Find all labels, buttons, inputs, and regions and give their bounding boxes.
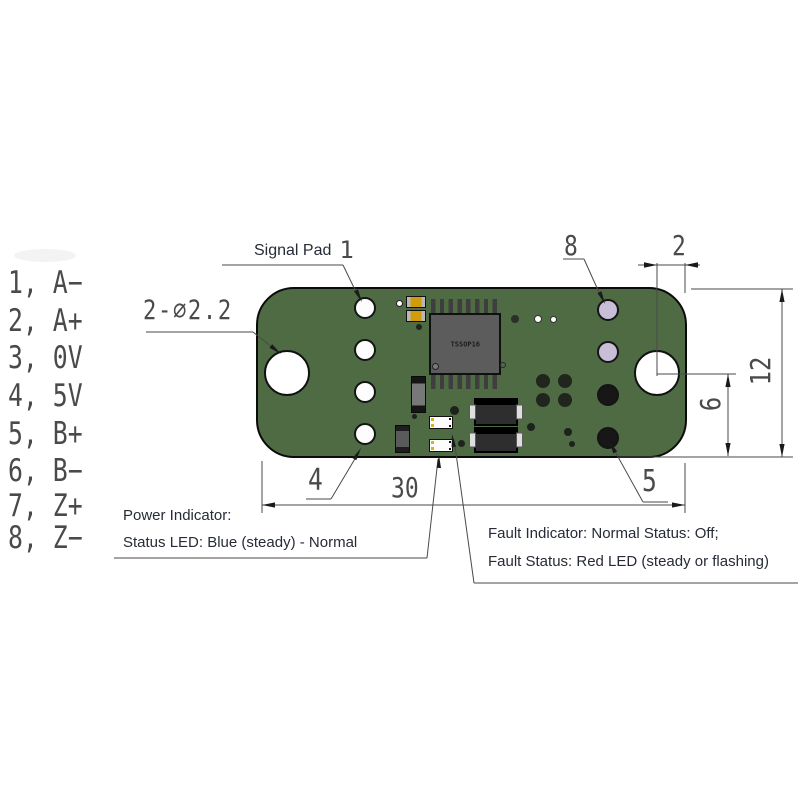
via: [569, 441, 575, 447]
pin-list-item-3: 3, 0V: [8, 340, 83, 376]
pin-list-item-2: 2, A+: [8, 303, 83, 339]
thermal-pad: [536, 374, 550, 388]
power-component-2: [469, 427, 523, 453]
component-terminal: [469, 432, 476, 448]
dim-30-text: 30: [391, 471, 419, 504]
fault-indicator-line2: Fault Status: Red LED (steady or flashin…: [488, 553, 769, 570]
led-mark: [431, 424, 434, 427]
pad4-label: 4: [308, 463, 323, 498]
pin-list-item-8: 8, Z−: [8, 520, 83, 556]
led-mark: [449, 441, 451, 443]
via: [527, 423, 535, 431]
hole-spec-label: 2-∅2.2: [143, 295, 233, 326]
ic-chip: TSSOP16: [429, 313, 501, 375]
resistor-2: [406, 310, 426, 322]
component-terminal: [469, 404, 476, 420]
via: [550, 316, 557, 323]
signal-pad-5: [597, 427, 619, 449]
via: [458, 440, 465, 447]
via: [534, 315, 542, 323]
signal-pad-7: [597, 341, 619, 363]
signal-pad-callout: Signal Pad 1: [254, 236, 354, 264]
signal-pad-label: Signal Pad: [254, 242, 332, 259]
led-mark: [431, 441, 434, 444]
mounting-hole-left: [264, 350, 310, 396]
via: [412, 414, 417, 419]
signal-pad-3: [354, 381, 376, 403]
led-mark: [431, 447, 434, 450]
capacitor-1: [411, 376, 426, 413]
via: [396, 300, 403, 307]
pin-list-item-1: 1, A−: [8, 265, 83, 301]
fault-led: [429, 416, 453, 429]
component-terminal: [516, 404, 523, 420]
led-mark: [431, 418, 434, 421]
signal-pad-number: 1: [339, 236, 354, 264]
led-mark: [449, 418, 451, 420]
led-mark: [449, 425, 451, 427]
pad5-label: 5: [642, 464, 657, 499]
pad8-label: 8: [564, 229, 578, 262]
capacitor-2: [395, 425, 410, 453]
thermal-pad: [558, 374, 572, 388]
status-led: [429, 439, 453, 452]
fault-indicator-line1: Fault Indicator: Normal Status: Off;: [488, 525, 719, 542]
via: [416, 324, 422, 330]
power-indicator-status: Status LED: Blue (steady) - Normal: [123, 534, 358, 551]
signal-pad-1: [354, 297, 376, 319]
ic-pins-top: [431, 299, 501, 314]
resistor-1: [406, 296, 426, 308]
signal-pad-8: [597, 299, 619, 321]
via: [450, 406, 459, 415]
ic-pins-bottom: [431, 374, 501, 389]
via: [511, 315, 519, 323]
pin-list-item-7: 7, Z+: [8, 488, 83, 524]
thermal-pad: [536, 393, 550, 407]
pin-list-item-4: 4, 5V: [8, 378, 83, 414]
ic-pin1-dot: [432, 363, 439, 370]
pin-list-item-6: 6, B−: [8, 453, 83, 489]
dim-6-text: 6: [694, 396, 727, 412]
mounting-hole-right: [634, 350, 680, 396]
dim-12-text: 12: [744, 356, 777, 386]
led-mark: [449, 448, 451, 450]
signal-pad-6: [597, 384, 619, 406]
pin-list-item-5: 5, B+: [8, 416, 83, 452]
signal-pad-2: [354, 339, 376, 361]
signal-pad-4: [354, 423, 376, 445]
via: [564, 428, 572, 436]
via: [500, 362, 506, 368]
component-terminal: [516, 432, 523, 448]
power-component-1: [469, 398, 523, 426]
dim-2-text: 2: [672, 229, 686, 262]
scan-artifact: [14, 249, 76, 262]
thermal-pad: [558, 393, 572, 407]
ic-chip-label: TSSOP16: [450, 339, 480, 349]
power-indicator-title: Power Indicator:: [123, 507, 232, 524]
